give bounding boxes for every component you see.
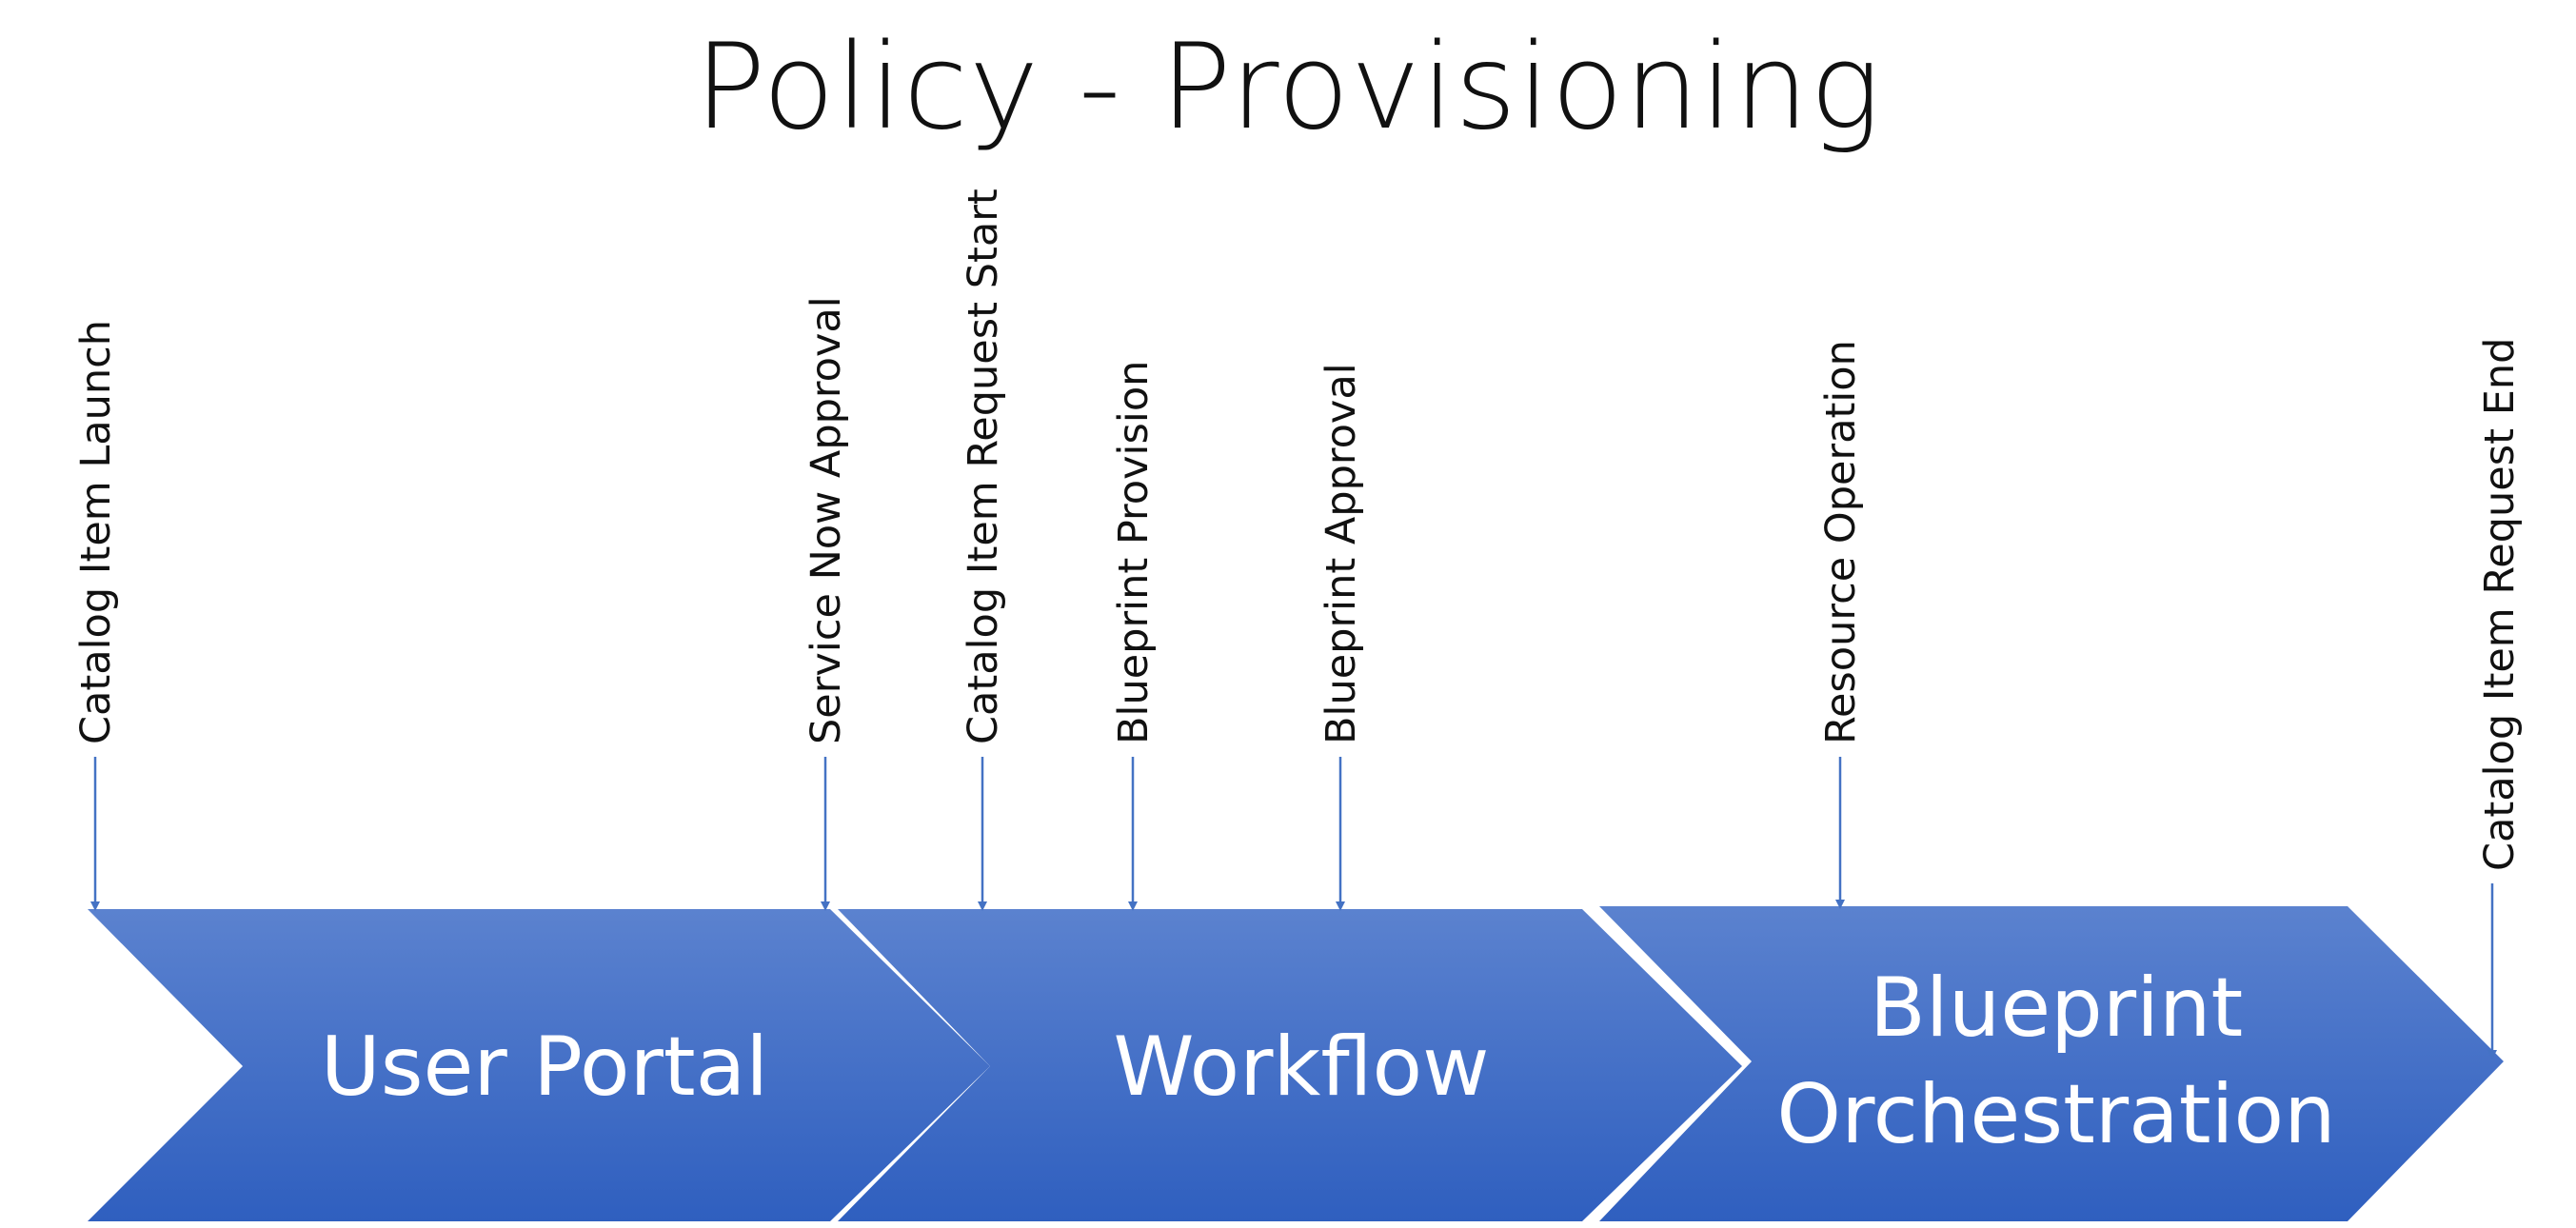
- milestone-label: Catalog Item Request Start: [960, 188, 1007, 744]
- chevron-user-portal: [88, 909, 990, 1221]
- chevron-workflow: [838, 909, 1742, 1221]
- milestone-catalog-item-launch: Catalog Item Launch: [72, 320, 120, 911]
- stage-blueprint-orchestration: Blueprint Orchestration: [1599, 906, 2504, 1221]
- stage-label-workflow: Workflow: [1114, 1020, 1490, 1115]
- stage-label-blueprint-orchestration-line1: Blueprint: [1870, 961, 2243, 1056]
- milestone-label: Service Now Approval: [803, 296, 850, 744]
- milestone-label: Catalog Item Request End: [2476, 338, 2524, 871]
- milestone-label: Blueprint Approval: [1318, 363, 1365, 744]
- stage-user-portal: User Portal: [88, 909, 990, 1221]
- milestone-blueprint-provision: Blueprint Provision: [1110, 361, 1158, 911]
- milestone-service-now-approval: Service Now Approval: [803, 296, 850, 911]
- milestone-label: Catalog Item Launch: [72, 320, 120, 744]
- milestone-label: Resource Operation: [1817, 340, 1865, 744]
- stage-workflow: Workflow: [838, 909, 1742, 1221]
- milestone-catalog-item-request-end: Catalog Item Request End: [2476, 338, 2524, 1060]
- milestone-catalog-item-request-start: Catalog Item Request Start: [960, 188, 1007, 911]
- milestone-blueprint-approval: Blueprint Approval: [1318, 363, 1365, 911]
- stage-label-user-portal: User Portal: [321, 1020, 768, 1115]
- milestone-resource-operation: Resource Operation: [1817, 340, 1865, 909]
- stage-label-blueprint-orchestration-line2: Orchestration: [1776, 1067, 2335, 1162]
- page-title: Policy - Provisioning: [694, 19, 1882, 156]
- chevron-blueprint-orchestration: [1599, 906, 2504, 1221]
- milestone-label: Blueprint Provision: [1110, 361, 1158, 744]
